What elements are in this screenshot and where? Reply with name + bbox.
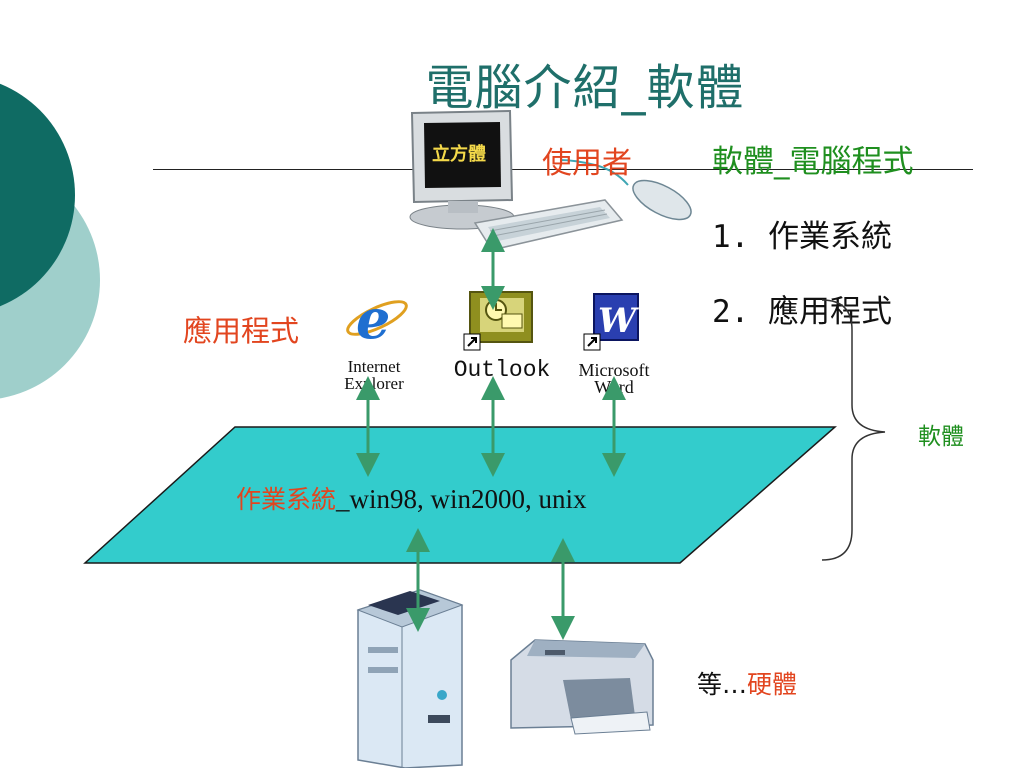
printer-icon [510, 639, 654, 735]
outlook-label: Outlook [453, 357, 551, 383]
user-label: 使用者 [542, 146, 632, 181]
list-item: 2. 應用程式 [712, 294, 892, 330]
page-title: 電腦介紹_軟體 [425, 60, 745, 116]
tower-pc-icon [356, 589, 464, 768]
subtitle: 軟體_電腦程式 [712, 144, 914, 180]
list-item: 1. 作業系統 [712, 219, 892, 255]
svg-text:e: e [356, 290, 390, 350]
keyboard-icon [473, 199, 624, 251]
monitor-screen-text: 立方體 [432, 143, 486, 165]
mouse-icon [559, 159, 692, 221]
computer-illustration: 立方體 [409, 109, 692, 251]
decorative-circles [0, 83, 100, 399]
svg-text:W: W [598, 301, 639, 341]
applications-label: 應用程式 [183, 314, 300, 348]
title-divider [153, 169, 973, 170]
internet-explorer-icon: e [346, 290, 408, 350]
os-label: 作業系統_win98, win2000, unix [236, 484, 587, 514]
software-label: 軟體 [918, 424, 964, 450]
hardware-label: 等…硬體 [697, 670, 798, 699]
software-brace [821, 299, 886, 561]
microsoft-word-icon: W [583, 293, 639, 351]
software-list: 1. 作業系統 2. 應用程式 [712, 200, 892, 350]
